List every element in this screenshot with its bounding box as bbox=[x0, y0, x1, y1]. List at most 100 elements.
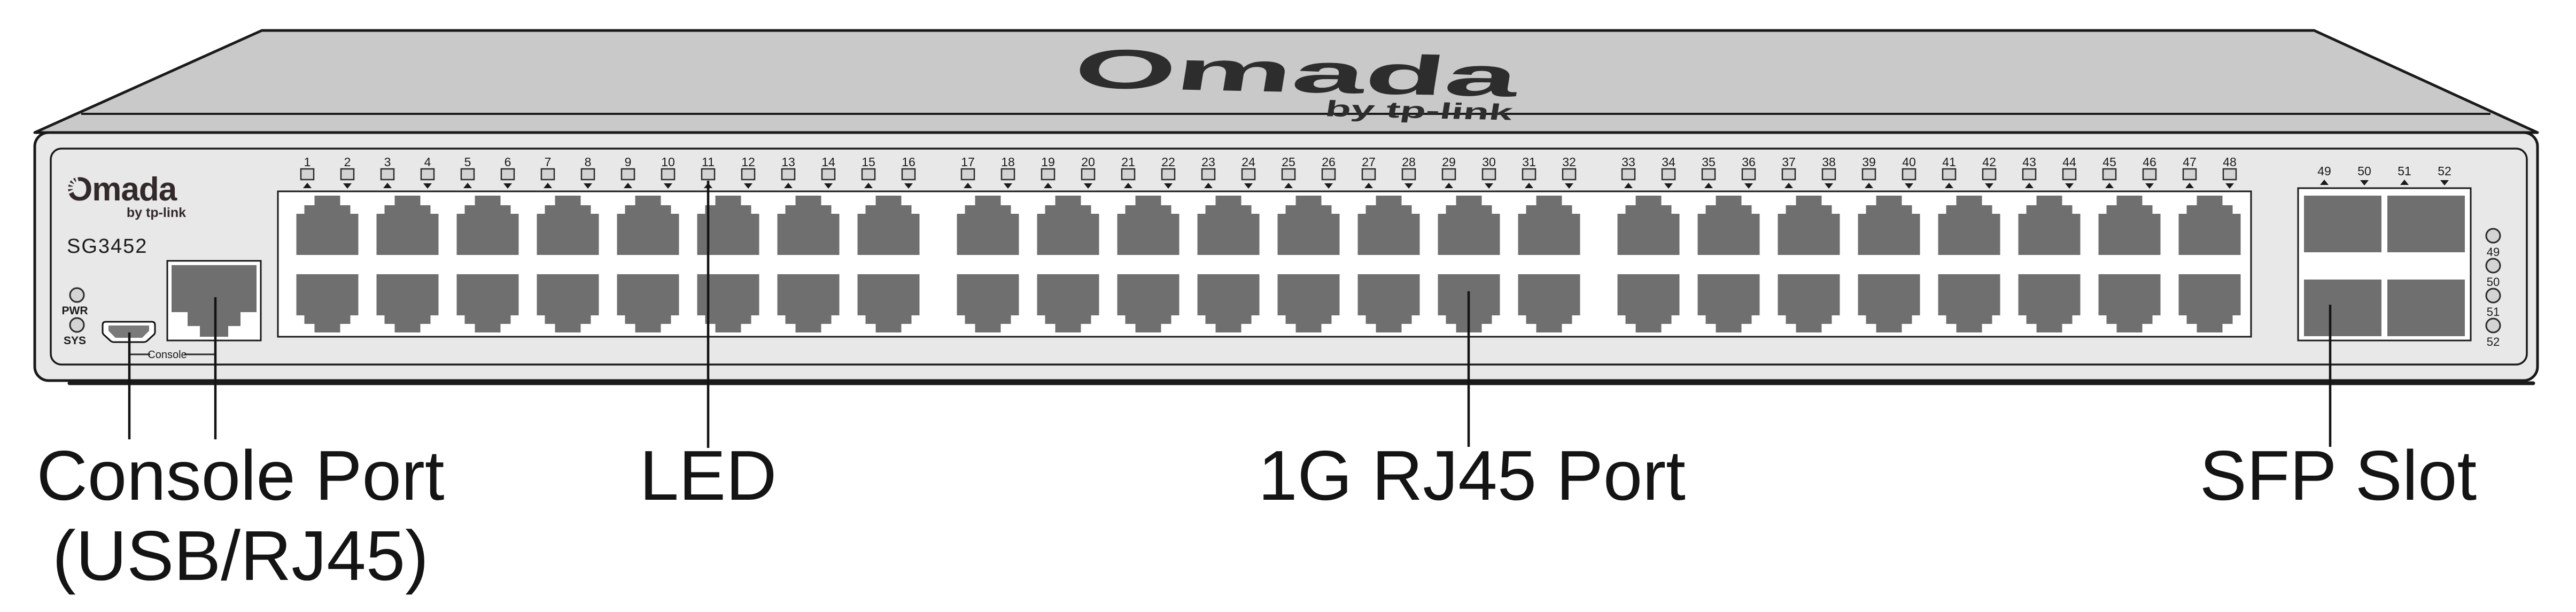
rj45-jack-top[interactable] bbox=[1938, 196, 2000, 255]
sfp-led-label: 49 bbox=[2487, 245, 2500, 259]
rj45-jack-top[interactable] bbox=[456, 196, 519, 255]
sfp-slot-50[interactable] bbox=[2304, 280, 2381, 336]
rj45-jack-top[interactable] bbox=[777, 196, 840, 255]
sfp-slot-51[interactable] bbox=[2387, 196, 2465, 252]
rj45-jack-bottom[interactable] bbox=[2098, 274, 2161, 332]
rj45-jack-top[interactable] bbox=[2018, 196, 2081, 255]
port-led bbox=[1621, 168, 1636, 181]
triangle-down-icon bbox=[1004, 183, 1012, 189]
triangle-down-icon bbox=[423, 183, 432, 189]
rj45-console-port[interactable] bbox=[166, 260, 262, 342]
triangle-up-icon bbox=[1445, 183, 1453, 188]
usb-console-port[interactable] bbox=[102, 321, 156, 343]
rj45-jack-top[interactable] bbox=[1277, 196, 1340, 255]
rj45-jack-bottom[interactable] bbox=[2018, 274, 2081, 332]
rj45-jack-bottom[interactable] bbox=[1858, 274, 1920, 332]
port-led bbox=[620, 168, 635, 181]
port-number: 12 bbox=[741, 155, 755, 169]
triangle-up-icon bbox=[2400, 180, 2409, 185]
rj45-jack-top[interactable] bbox=[1617, 196, 1680, 255]
rj45-jack-bottom[interactable] bbox=[376, 274, 439, 332]
rj45-jack-bottom[interactable] bbox=[1277, 274, 1340, 332]
rj45-jack-bottom[interactable] bbox=[456, 274, 519, 332]
port-led bbox=[1661, 168, 1676, 181]
sfp-port-number: 51 bbox=[2397, 164, 2411, 178]
rj45-jack-bottom[interactable] bbox=[2178, 274, 2241, 332]
triangle-down-icon bbox=[1244, 183, 1253, 189]
rj45-jack-top[interactable] bbox=[1197, 196, 1260, 255]
port-number: 46 bbox=[2143, 155, 2156, 169]
port-number: 28 bbox=[1402, 155, 1416, 169]
rj45-jack-bottom[interactable] bbox=[857, 274, 920, 332]
rj45-jack-top[interactable] bbox=[537, 196, 599, 255]
triangle-down-icon bbox=[1905, 183, 1913, 189]
port-led bbox=[1741, 168, 1756, 181]
rj45-console-jack bbox=[172, 265, 257, 337]
model-label: SG3452 bbox=[67, 235, 148, 258]
port-led bbox=[1281, 168, 1296, 181]
brand-logo-sub-text: by tp-link bbox=[127, 205, 186, 220]
sfp-slot-49[interactable] bbox=[2304, 196, 2381, 252]
rj45-jack-top[interactable] bbox=[2178, 196, 2241, 255]
rj45-jack-top[interactable] bbox=[1438, 196, 1500, 255]
port-number: 40 bbox=[1902, 155, 1916, 169]
rj45-jack-bottom[interactable] bbox=[617, 274, 679, 332]
port-number: 47 bbox=[2183, 155, 2197, 169]
triangle-down-icon bbox=[1164, 183, 1173, 189]
rj45-jack-top[interactable] bbox=[1858, 196, 1920, 255]
port-led bbox=[781, 168, 796, 181]
rj45-jack-top[interactable] bbox=[1697, 196, 1760, 255]
rj45-jack-bottom[interactable] bbox=[1117, 274, 1180, 332]
rj45-jack-top[interactable] bbox=[1357, 196, 1420, 255]
rj45-jack-bottom[interactable] bbox=[537, 274, 599, 332]
rj45-jack-top[interactable] bbox=[957, 196, 1019, 255]
rj45-jack-top[interactable] bbox=[2098, 196, 2161, 255]
port-number: 43 bbox=[2022, 155, 2036, 169]
rj45-jack-top[interactable] bbox=[1518, 196, 1580, 255]
rj45-jack-top[interactable] bbox=[376, 196, 439, 255]
rj45-jack-bottom[interactable] bbox=[1357, 274, 1420, 332]
rj45-jack-top[interactable] bbox=[1037, 196, 1099, 255]
triangle-down-icon bbox=[1405, 183, 1413, 189]
rj45-jack-bottom[interactable] bbox=[957, 274, 1019, 332]
sunburst-o-icon bbox=[65, 173, 80, 195]
triangle-up-icon bbox=[2320, 180, 2329, 185]
rj45-jack-bottom[interactable] bbox=[1938, 274, 2000, 332]
rj45-jack-bottom[interactable] bbox=[777, 274, 840, 332]
rj45-jack-bottom[interactable] bbox=[697, 274, 759, 332]
port-led bbox=[1701, 168, 1716, 181]
port-number: 15 bbox=[862, 155, 875, 169]
rj45-jack-bottom[interactable] bbox=[1037, 274, 1099, 332]
triangle-down-icon bbox=[1084, 183, 1092, 189]
rj45-jack-bottom[interactable] bbox=[1197, 274, 1260, 332]
rj45-jack-top[interactable] bbox=[1117, 196, 1180, 255]
triangle-up-icon bbox=[1784, 183, 1793, 188]
rj45-jack-top[interactable] bbox=[697, 196, 759, 255]
rj45-jack-bottom[interactable] bbox=[1617, 274, 1680, 332]
rj45-jack-top[interactable] bbox=[1778, 196, 1840, 255]
port-number: 24 bbox=[1242, 155, 1255, 169]
rj45-jack-top[interactable] bbox=[617, 196, 679, 255]
port-led bbox=[1481, 168, 1496, 181]
sfp-port-number: 52 bbox=[2438, 164, 2451, 178]
port-led bbox=[1562, 168, 1577, 181]
port-led bbox=[2222, 168, 2237, 181]
port-number: 26 bbox=[1322, 155, 1336, 169]
pwr-label: PWR bbox=[62, 305, 88, 317]
rj45-jack-top[interactable] bbox=[857, 196, 920, 255]
port-number: 13 bbox=[781, 155, 795, 169]
triangle-down-icon bbox=[2360, 180, 2369, 185]
rj45-jack-bottom[interactable] bbox=[1778, 274, 1840, 332]
rj45-jack-bottom[interactable] bbox=[1518, 274, 1580, 332]
sfp-slot-52[interactable] bbox=[2387, 280, 2465, 336]
triangle-up-icon bbox=[1284, 183, 1293, 188]
port-led bbox=[1902, 168, 1917, 181]
port-number: 38 bbox=[1822, 155, 1836, 169]
port-led bbox=[1982, 168, 1997, 181]
triangle-up-icon bbox=[1525, 183, 1533, 188]
rj45-jack-bottom[interactable] bbox=[296, 274, 359, 332]
rj45-jack-bottom[interactable] bbox=[1697, 274, 1760, 332]
rj45-jack-top[interactable] bbox=[296, 196, 359, 255]
